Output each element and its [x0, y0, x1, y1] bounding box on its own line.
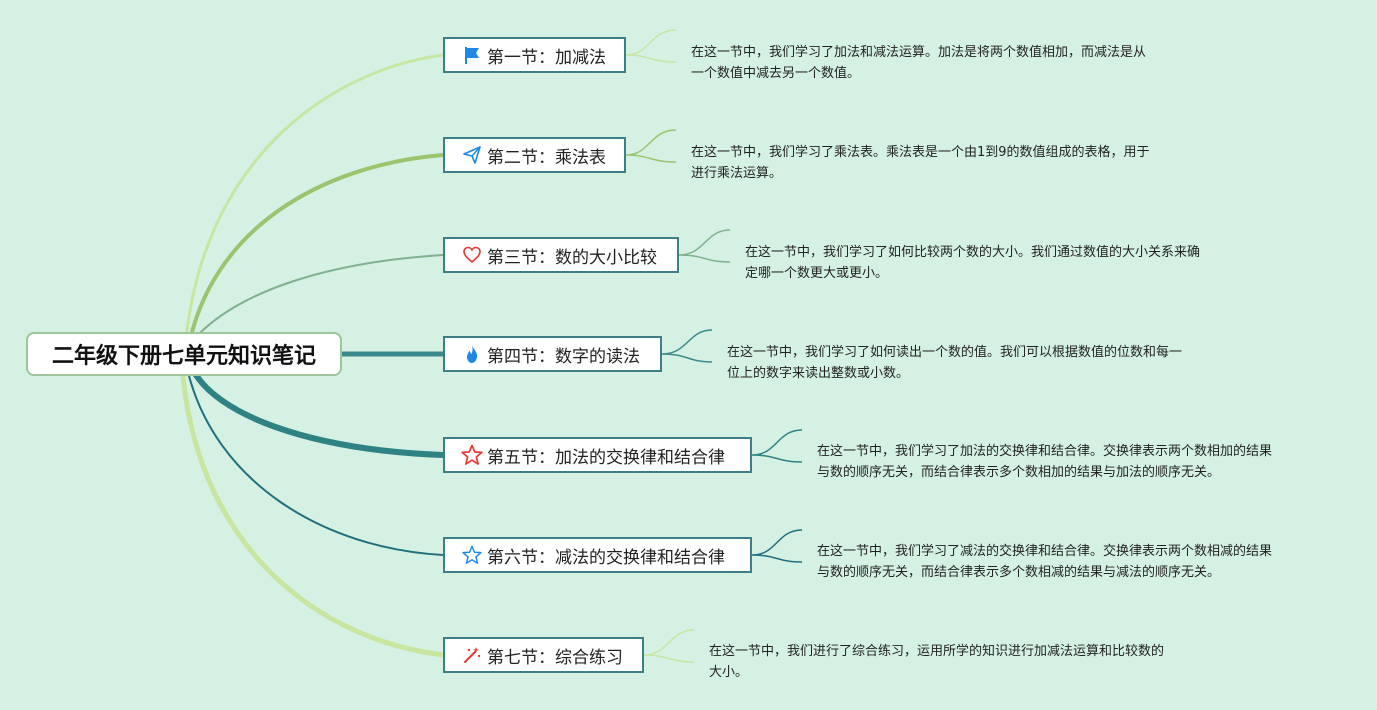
branch-line-3 [194, 254, 444, 339]
section-node-label: 第一节：加减法 [487, 47, 606, 68]
branch-line-2 [186, 153, 444, 351]
section-note-7: 在这一节中，我们进行了综合练习，运用所学的知识进行加减法运算和比较数的 大小。 [709, 641, 1164, 683]
note-link-4 [661, 329, 713, 363]
section-node-2[interactable]: 第二节：乘法表 [443, 137, 626, 173]
note-line: 与数的顺序无关，而结合律表示多个数相减的结果与减法的顺序无关。 [817, 565, 1221, 580]
branch-line-6 [187, 371, 444, 556]
section-node-1[interactable]: 第一节：加减法 [443, 37, 626, 73]
note-link-5 [751, 429, 803, 463]
section-node-7[interactable]: 第七节：综合练习 [443, 637, 644, 673]
paper-plane-icon [461, 144, 483, 166]
root-topic[interactable]: 二年级下册七单元知识笔记 [26, 332, 342, 376]
root-topic-label: 二年级下册七单元知识笔记 [51, 344, 316, 369]
section-node-4[interactable]: 第四节：数字的读法 [443, 336, 662, 372]
note-link-1 [625, 29, 677, 63]
star-icon [461, 444, 483, 466]
section-note-3: 在这一节中，我们学习了如何比较两个数的大小。我们通过数值的大小关系来确 定哪一个… [745, 242, 1200, 284]
note-line: 定哪一个数更大或更小。 [745, 266, 889, 281]
section-node-label: 第六节：减法的交换律和结合律 [487, 547, 725, 568]
section-node-label: 第七节：综合练习 [487, 647, 623, 668]
note-line: 在这一节中，我们学习了减法的交换律和结合律。交换律表示两个数相减的结果 [817, 544, 1273, 559]
note-link-6 [751, 529, 803, 563]
section-node-label: 第二节：乘法表 [487, 147, 606, 168]
section-node-5[interactable]: 第五节：加法的交换律和结合律 [443, 437, 752, 473]
section-note-6: 在这一节中，我们学习了减法的交换律和结合律。交换律表示两个数相减的结果 与数的顺… [817, 541, 1272, 583]
note-line: 大小。 [709, 665, 749, 680]
note-line: 在这一节中，我们学习了如何读出一个数的值。我们可以根据数值的位数和每一 [727, 345, 1183, 360]
branch-line-1 [183, 53, 444, 351]
flag-icon [461, 44, 483, 66]
note-line: 一个数值中减去另一个数值。 [691, 66, 861, 81]
note-link-2 [625, 129, 677, 163]
section-node-label: 第三节：数的大小比较 [487, 247, 657, 268]
section-note-2: 在这一节中，我们学习了乘法表。乘法表是一个由1到9的数值组成的表格，用于 进行乘… [691, 142, 1150, 184]
note-line: 在这一节中，我们学习了加法和减法运算。加法是将两个数值相加，而减法是从 [691, 45, 1147, 60]
note-line: 进行乘法运算。 [691, 166, 783, 181]
note-link-3 [678, 229, 731, 263]
section-node-label: 第四节：数字的读法 [487, 346, 640, 367]
magic-wand-icon [461, 644, 483, 666]
note-link-7 [643, 629, 695, 663]
star-outline-icon [461, 544, 483, 566]
fire-icon [461, 343, 483, 365]
section-note-4: 在这一节中，我们学习了如何读出一个数的值。我们可以根据数值的位数和每一 位上的数… [727, 342, 1182, 384]
note-line: 在这一节中，我们进行了综合练习，运用所学的知识进行加减法运算和比较数的 [709, 644, 1165, 659]
section-note-5: 在这一节中，我们学习了加法的交换律和结合律。交换律表示两个数相加的结果 与数的顺… [817, 441, 1272, 483]
section-node-label: 第五节：加法的交换律和结合律 [487, 447, 725, 468]
branch-line-5 [189, 366, 444, 458]
heart-icon [461, 244, 483, 266]
note-line: 在这一节中，我们学习了乘法表。乘法表是一个由1到9的数值组成的表格，用于 [691, 145, 1150, 160]
branch-line-7 [180, 375, 444, 658]
section-node-3[interactable]: 第三节：数的大小比较 [443, 237, 679, 273]
note-line: 位上的数字来读出整数或小数。 [727, 366, 910, 381]
note-line: 在这一节中，我们学习了如何比较两个数的大小。我们通过数值的大小关系来确 [745, 245, 1201, 260]
note-line: 与数的顺序无关，而结合律表示多个数相加的结果与加法的顺序无关。 [817, 465, 1221, 480]
note-line: 在这一节中，我们学习了加法的交换律和结合律。交换律表示两个数相加的结果 [817, 444, 1273, 459]
section-node-6[interactable]: 第六节：减法的交换律和结合律 [443, 537, 752, 573]
section-note-1: 在这一节中，我们学习了加法和减法运算。加法是将两个数值相加，而减法是从 一个数值… [691, 42, 1146, 84]
